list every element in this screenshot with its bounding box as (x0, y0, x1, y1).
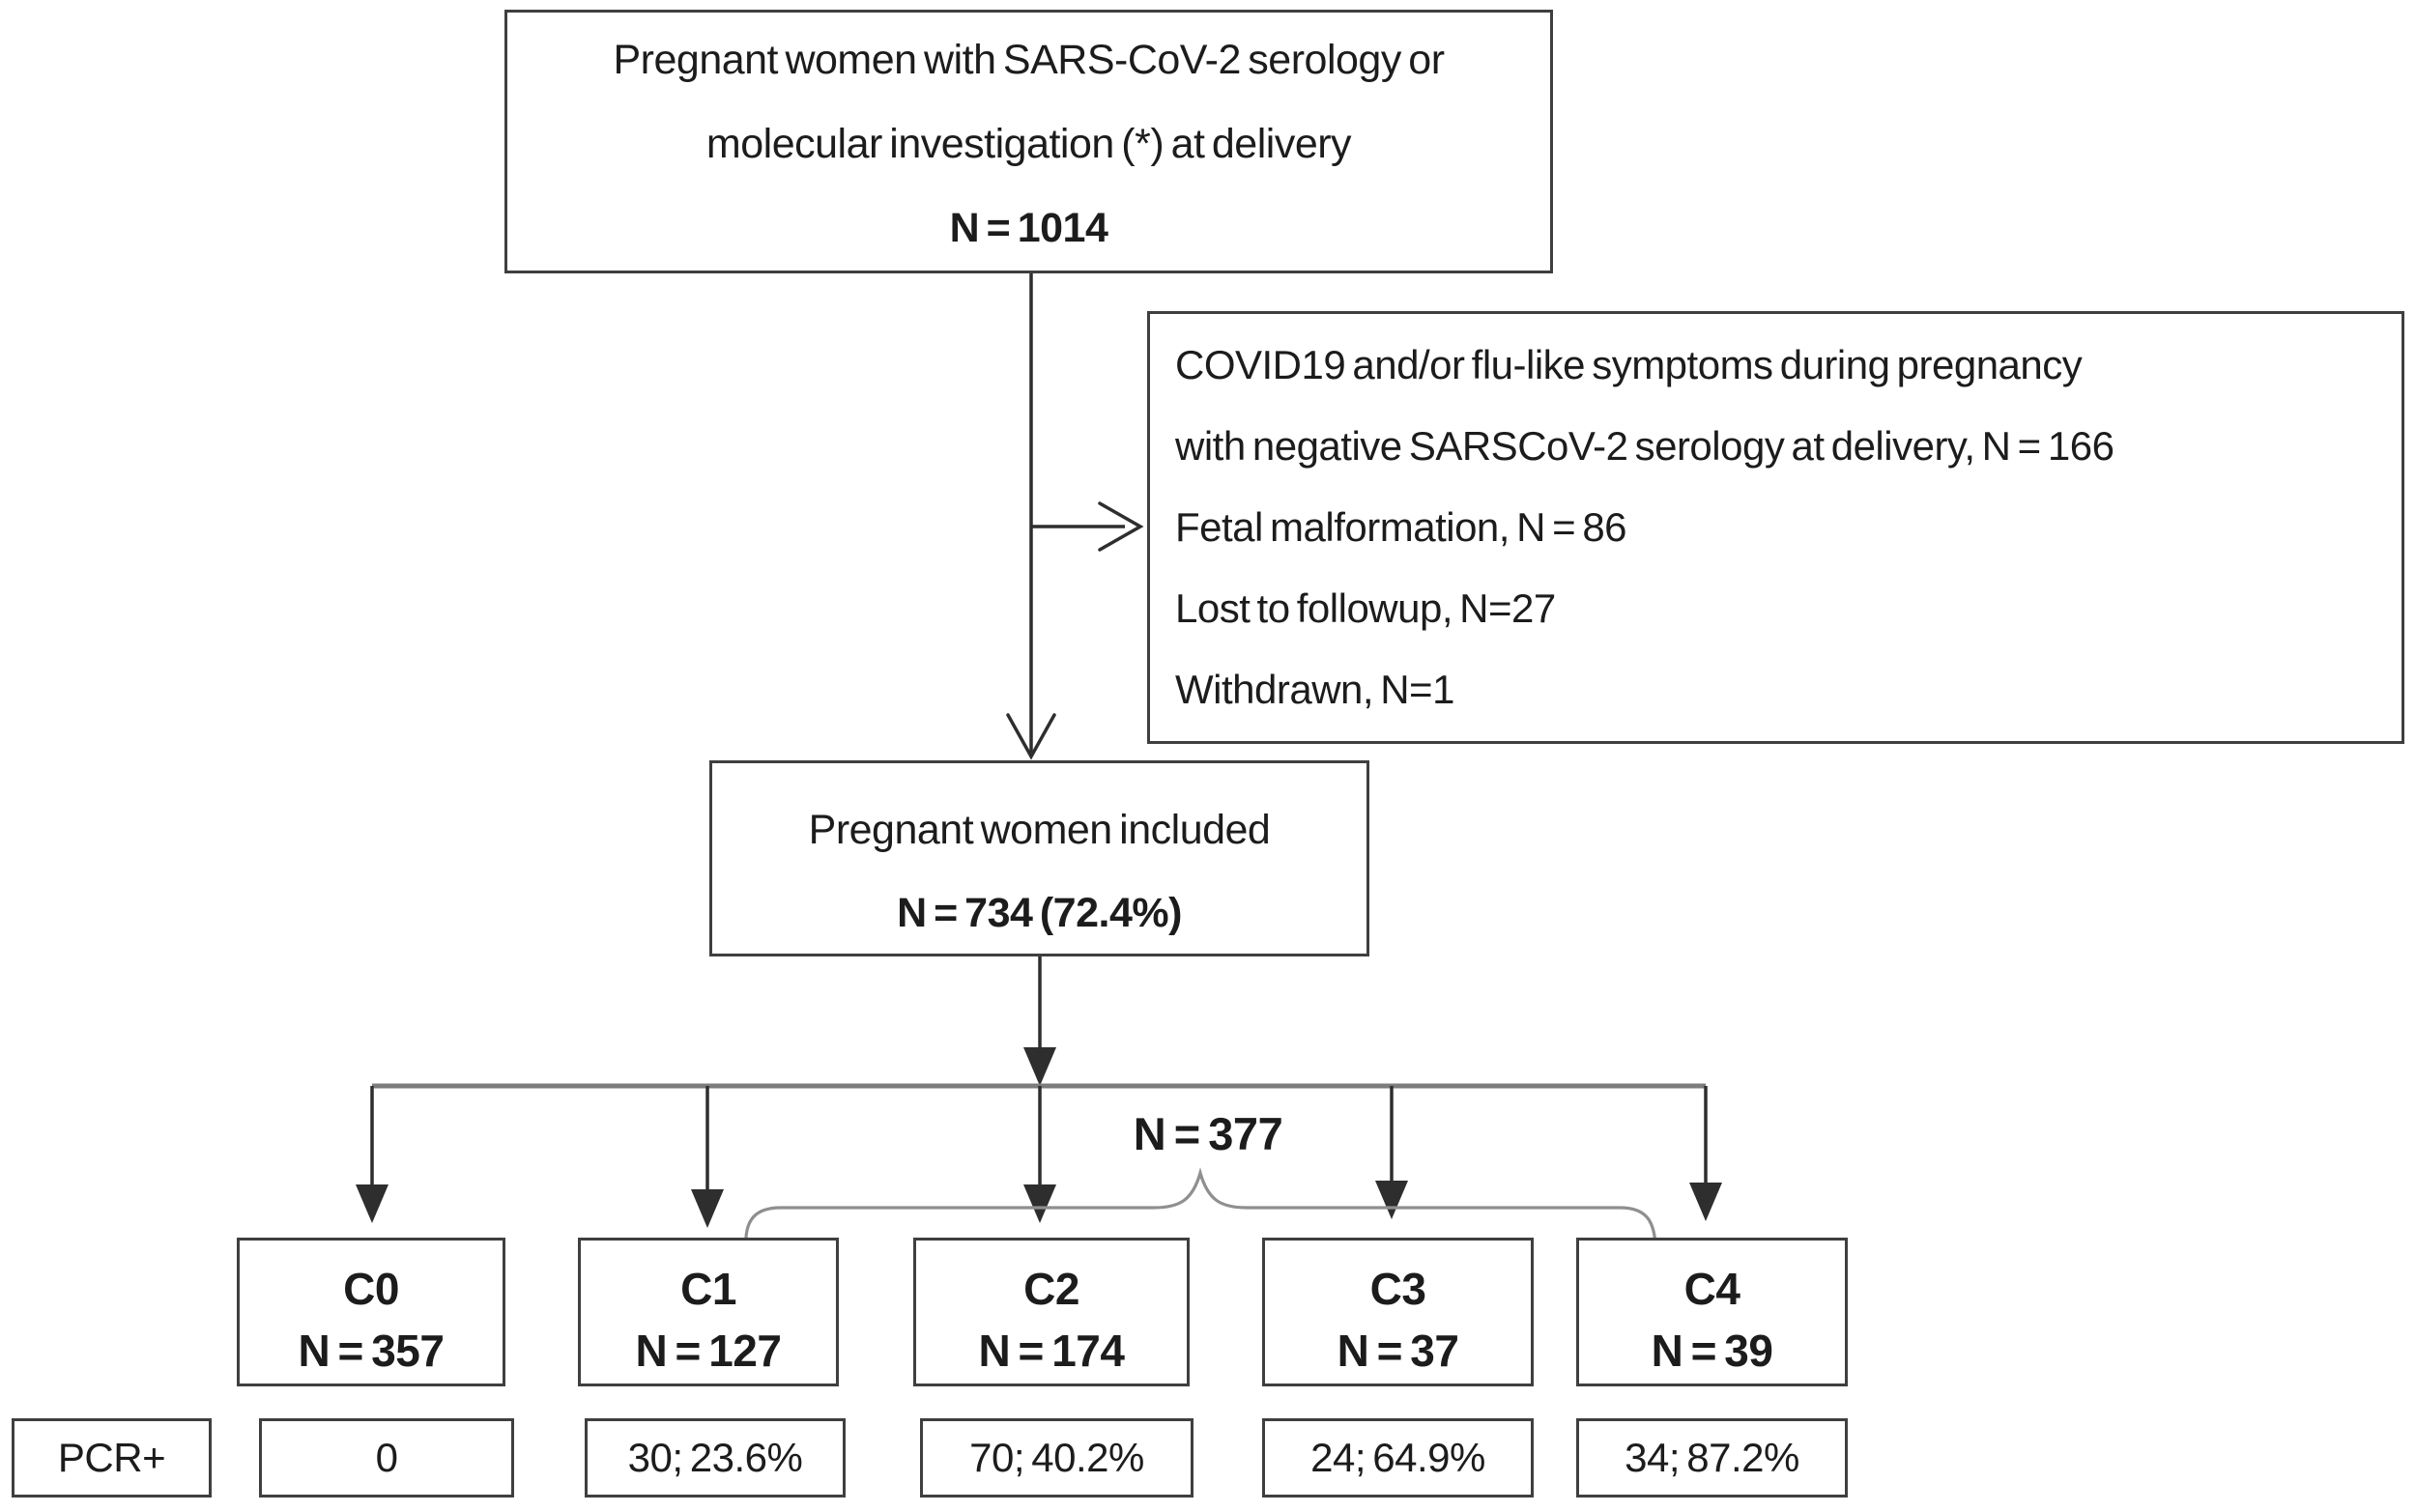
group-c2-count: N = 174 (978, 1326, 1125, 1376)
exclusion-line-4: Lost to followup, N=27 (1175, 585, 1556, 631)
group-box-c3: C3 N = 37 (1262, 1238, 1534, 1386)
subgroup-total-label: N = 377 (1133, 1108, 1283, 1159)
group-box-c0: C0 N = 357 (237, 1238, 505, 1386)
eligible-box-line1: Pregnant women with SARS-CoV-2 serology … (613, 37, 1445, 83)
group-c1-count: N = 127 (635, 1326, 782, 1376)
pcr-row-label-box: PCR+ (12, 1418, 212, 1498)
eligible-box-line2: molecular investigation (*) at delivery (705, 121, 1352, 167)
pcr-value-box-c2: 70; 40.2% (920, 1418, 1194, 1498)
pcr-value-box-c4: 34; 87.2% (1576, 1418, 1848, 1498)
group-c0-label: C0 (343, 1264, 399, 1314)
arrow-branch-c4-head (1689, 1183, 1722, 1221)
included-box-count: N = 734 (72.4%) (897, 890, 1182, 936)
exclusion-line-3: Fetal malformation, N = 86 (1175, 504, 1627, 550)
subgroup-brace (744, 1167, 1657, 1249)
pcr-value-c4: 34; 87.2% (1625, 1435, 1799, 1480)
group-c0-count: N = 357 (298, 1326, 445, 1376)
group-box-c1: C1 N = 127 (578, 1238, 839, 1386)
exclusion-line-2: with negative SARSCoV-2 serology at deli… (1175, 423, 2114, 469)
arrow-branch-c1-head (691, 1189, 724, 1228)
arrow-branch-c2-head (1023, 1184, 1056, 1223)
exclusion-line-5: Withdrawn, N=1 (1175, 667, 1454, 712)
pcr-value-box-c3: 24; 64.9% (1262, 1418, 1534, 1498)
pcr-value-c1: 30; 23.6% (627, 1435, 803, 1480)
group-c1-label: C1 (680, 1264, 736, 1314)
exclusion-box: COVID19 and/or flu-like symptoms during … (1147, 311, 2404, 744)
pcr-value-c2: 70; 40.2% (969, 1435, 1144, 1480)
eligible-box: Pregnant women with SARS-CoV-2 serology … (504, 10, 1553, 273)
pcr-value-box-c1: 30; 23.6% (585, 1418, 846, 1498)
arrow-to-exclusion-head (1098, 501, 1144, 552)
arrow-eligible-to-included-head (1006, 713, 1056, 760)
pcr-row-label: PCR+ (57, 1435, 166, 1480)
included-box: Pregnant women included N = 734 (72.4%) (709, 760, 1369, 956)
pcr-value-box-c0: 0 (259, 1418, 514, 1498)
group-c2-label: C2 (1023, 1264, 1079, 1314)
group-box-c2: C2 N = 174 (913, 1238, 1190, 1386)
group-c3-label: C3 (1369, 1264, 1426, 1314)
group-c3-count: N = 37 (1337, 1326, 1459, 1376)
pcr-value-c3: 24; 64.9% (1310, 1435, 1485, 1480)
arrow-branch-c0-head (356, 1184, 388, 1223)
group-c4-count: N = 39 (1651, 1326, 1773, 1376)
exclusion-line-1: COVID19 and/or flu-like symptoms during … (1175, 342, 2083, 387)
eligible-box-count: N = 1014 (949, 205, 1108, 251)
arrow-included-to-branch-head (1023, 1047, 1056, 1086)
pcr-value-c0: 0 (375, 1435, 398, 1480)
group-c4-label: C4 (1683, 1264, 1740, 1314)
included-box-line1: Pregnant women included (808, 807, 1271, 853)
group-box-c4: C4 N = 39 (1576, 1238, 1848, 1386)
arrow-branch-c3-head (1375, 1181, 1408, 1219)
